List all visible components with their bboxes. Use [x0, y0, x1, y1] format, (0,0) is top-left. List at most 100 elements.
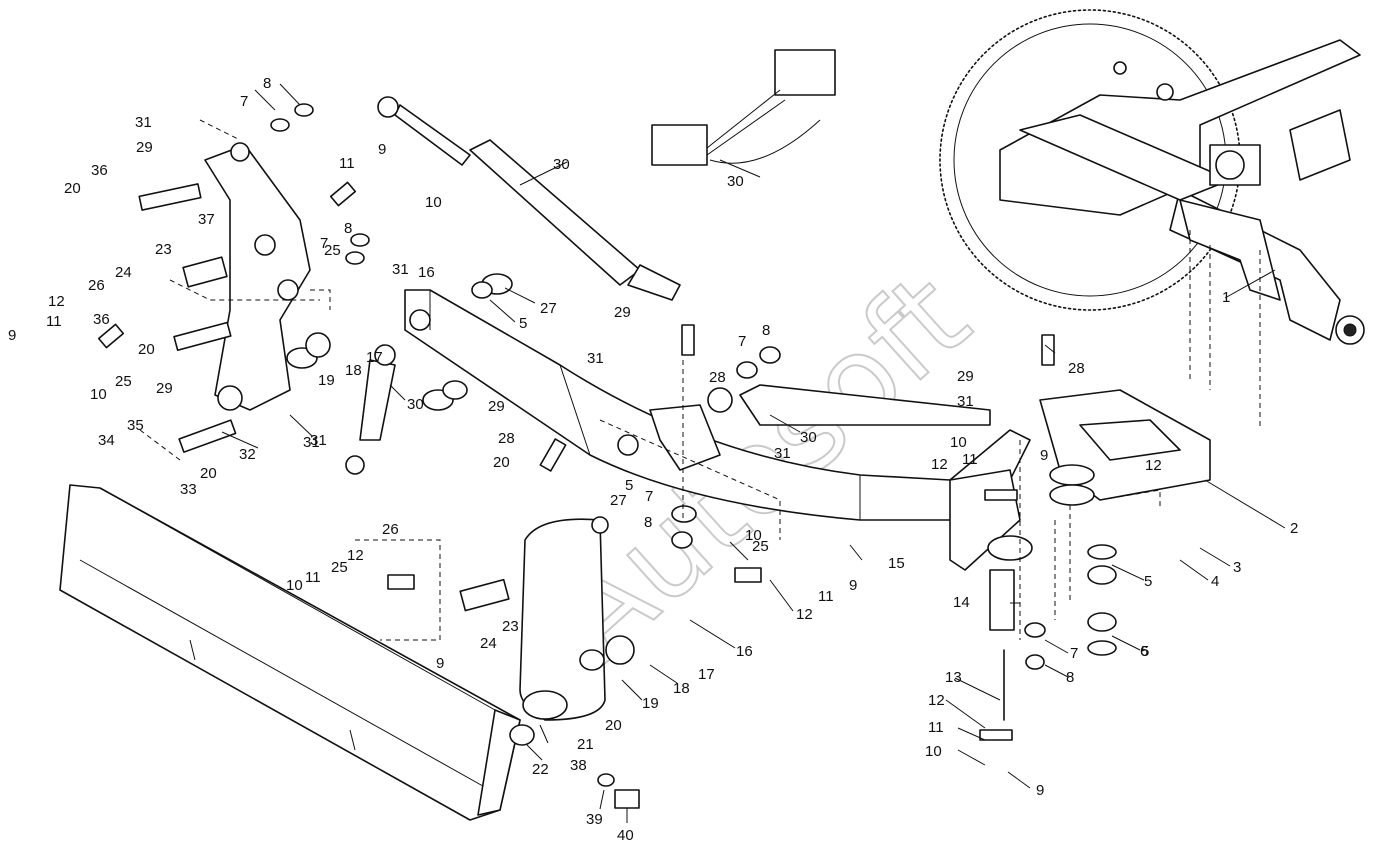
- callout-9: 9: [378, 141, 386, 158]
- callout-8: 8: [1066, 669, 1074, 686]
- callout-22: 22: [532, 761, 549, 778]
- callout-16: 16: [736, 643, 753, 660]
- callout-7: 7: [1070, 645, 1078, 662]
- callout-31: 31: [303, 434, 320, 451]
- callout-35: 35: [127, 417, 144, 434]
- callout-11: 11: [46, 313, 62, 330]
- callout-37: 37: [198, 211, 215, 228]
- callout-33: 33: [180, 481, 197, 498]
- callout-31: 31: [957, 393, 974, 410]
- callout-32: 32: [239, 446, 256, 463]
- callout-29: 29: [136, 139, 153, 156]
- hydraulic-cylinder-lower: [707, 384, 991, 426]
- callout-10: 10: [925, 743, 942, 760]
- callout-29: 29: [957, 368, 974, 385]
- callout-29: 29: [614, 304, 631, 321]
- callout-2: 2: [1290, 520, 1298, 537]
- callout-8: 8: [644, 514, 652, 531]
- callout-9: 9: [436, 655, 444, 672]
- callout-9: 9: [1040, 447, 1048, 464]
- callout-28: 28: [709, 369, 726, 386]
- callout-3: 3: [1233, 559, 1241, 576]
- callout-36: 36: [91, 162, 108, 179]
- callout-5: 5: [519, 315, 527, 332]
- callout-29: 29: [488, 398, 505, 415]
- callout-15: 15: [888, 555, 905, 572]
- assembly-lines: [139, 119, 1261, 641]
- callout-23: 23: [155, 241, 172, 258]
- callout-7: 7: [240, 93, 248, 110]
- callout-39: 39: [586, 811, 603, 828]
- callout-1: 1: [1222, 289, 1230, 306]
- callout-4: 4: [1211, 573, 1219, 590]
- lower-link: [519, 516, 609, 721]
- callout-7: 7: [738, 333, 746, 350]
- callout-12: 12: [48, 293, 65, 310]
- callout-11: 11: [818, 588, 834, 605]
- callout-20: 20: [605, 717, 622, 734]
- callout-40: 40: [617, 827, 634, 844]
- callout-10: 10: [286, 577, 303, 594]
- callout-20: 20: [493, 454, 510, 471]
- callout-21: 21: [577, 736, 594, 753]
- callout-24: 24: [115, 264, 132, 281]
- callout-9: 9: [849, 577, 857, 594]
- callout-12: 12: [1145, 457, 1162, 474]
- callout-11: 11: [305, 569, 321, 586]
- callout-30: 30: [553, 156, 570, 173]
- callout-25: 25: [331, 559, 348, 576]
- callout-30: 30: [800, 429, 817, 446]
- callout-13: 13: [945, 669, 962, 686]
- hydraulic-valve-block: [651, 49, 836, 166]
- callout-34: 34: [98, 432, 115, 449]
- callout-12: 12: [796, 606, 813, 623]
- callout-5: 5: [1141, 643, 1149, 660]
- callout-7: 7: [320, 235, 328, 252]
- callout-numbers: 1234555567777788888999999101010101010111…: [8, 75, 1298, 844]
- callout-25: 25: [115, 373, 132, 390]
- lift-arm: [204, 142, 311, 411]
- callout-17: 17: [366, 349, 383, 366]
- leader-lines: [221, 83, 1286, 823]
- dozer-blade: [59, 484, 521, 821]
- callout-30: 30: [727, 173, 744, 190]
- callout-12: 12: [347, 547, 364, 564]
- callout-12: 12: [931, 456, 948, 473]
- callout-14: 14: [953, 594, 970, 611]
- callout-38: 38: [570, 757, 587, 774]
- callout-10: 10: [950, 434, 967, 451]
- callout-31: 31: [310, 432, 327, 449]
- callout-25: 25: [752, 538, 769, 555]
- callout-25: 25: [324, 242, 341, 259]
- callout-26: 26: [382, 521, 399, 538]
- callout-10: 10: [745, 527, 762, 544]
- callout-30: 30: [407, 396, 424, 413]
- callout-29: 29: [156, 380, 173, 397]
- callout-19: 19: [642, 695, 659, 712]
- callout-20: 20: [64, 180, 81, 197]
- callout-12: 12: [928, 692, 945, 709]
- push-frame: [404, 289, 1033, 571]
- callout-27: 27: [540, 300, 557, 317]
- callout-20: 20: [200, 465, 217, 482]
- callout-10: 10: [425, 194, 442, 211]
- callout-11: 11: [339, 155, 355, 172]
- callout-5: 5: [625, 477, 633, 494]
- callout-7: 7: [645, 488, 653, 505]
- hydraulic-cylinder-top: [377, 96, 681, 301]
- callout-28: 28: [498, 430, 515, 447]
- callout-18: 18: [673, 680, 690, 697]
- callout-9: 9: [8, 327, 16, 344]
- hinge-bracket: [1039, 389, 1211, 506]
- callout-20: 20: [138, 341, 155, 358]
- callout-17: 17: [698, 666, 715, 683]
- callout-31: 31: [135, 114, 152, 131]
- callout-10: 10: [90, 386, 107, 403]
- callout-28: 28: [1068, 360, 1085, 377]
- callout-9: 9: [1036, 782, 1044, 799]
- callout-27: 27: [610, 492, 627, 509]
- callout-26: 26: [88, 277, 105, 294]
- hydraulic-cylinder-vertical: [345, 344, 396, 475]
